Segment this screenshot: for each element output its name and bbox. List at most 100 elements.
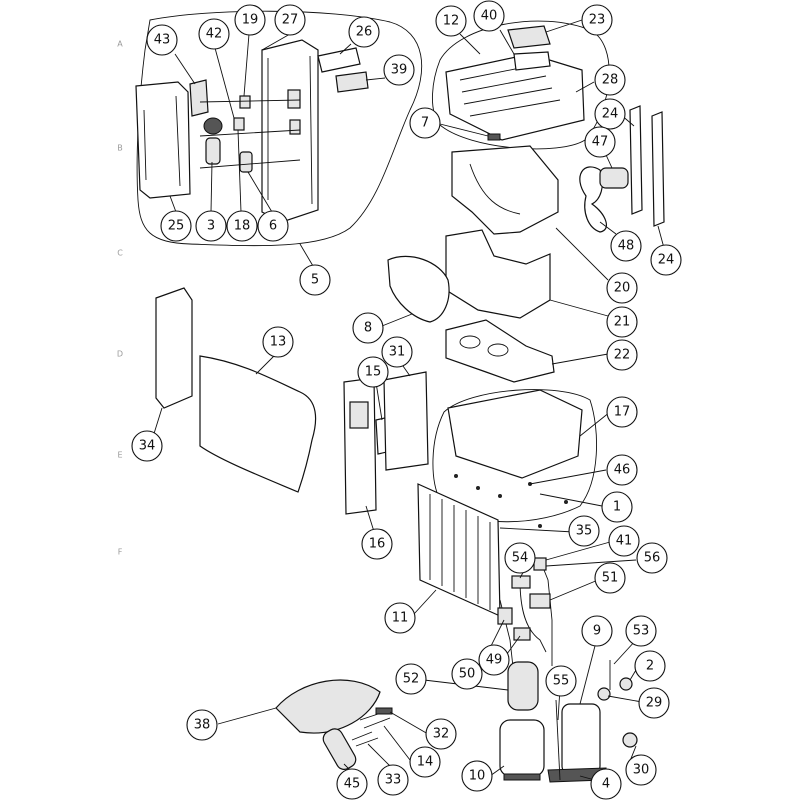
top-cover-assembly	[431, 20, 610, 150]
capacitor-clamp	[203, 117, 223, 135]
callout-29-label: 29	[646, 696, 663, 711]
callout-23: 23	[581, 4, 613, 36]
callout-33-label: 33	[385, 773, 402, 788]
callout-50-label: 50	[459, 667, 476, 682]
leader-5	[299, 243, 314, 267]
callout-11: 11	[384, 602, 416, 634]
control-box-outline	[136, 10, 423, 247]
callout-33: 33	[377, 764, 409, 796]
leader-12	[459, 33, 481, 55]
base-housing-hole-1	[459, 335, 481, 349]
motor-bracket-front	[629, 105, 643, 215]
pipe-2	[539, 559, 553, 666]
zone-letter-c: C	[117, 249, 123, 258]
fan-housing-stack	[445, 145, 559, 383]
callout-15-label: 15	[365, 365, 382, 380]
screw-5	[564, 500, 568, 504]
base-housing	[445, 319, 555, 383]
callout-41: 41	[608, 525, 640, 557]
leader-41	[545, 541, 611, 561]
expansion-valve	[497, 607, 513, 625]
connector-19	[239, 95, 251, 109]
leader-17	[579, 411, 611, 437]
callout-24b-label: 24	[658, 253, 675, 268]
callout-2: 2	[634, 650, 666, 682]
cover-cap-lower	[513, 51, 551, 71]
callout-21: 21	[606, 306, 638, 338]
callout-6: 6	[257, 210, 289, 242]
callout-49: 49	[478, 644, 510, 676]
callout-13-label: 13	[270, 335, 287, 350]
callout-43-label: 43	[154, 33, 171, 48]
callout-17-label: 17	[614, 405, 631, 420]
valve-cap	[533, 557, 547, 571]
callout-8-label: 8	[364, 321, 372, 336]
callout-16: 16	[361, 528, 393, 560]
callout-55-label: 55	[553, 674, 570, 689]
callout-54-label: 54	[512, 551, 529, 566]
grille-slats	[459, 63, 561, 117]
fan-motor	[579, 105, 665, 233]
compressor-feet	[503, 773, 541, 781]
left-side-panel	[155, 287, 193, 409]
callout-55: 55	[545, 665, 577, 697]
callout-7-label: 7	[421, 116, 429, 131]
callout-22-label: 22	[614, 348, 631, 363]
callout-28: 28	[594, 64, 626, 96]
leader-11	[413, 589, 437, 615]
callout-3: 3	[195, 210, 227, 242]
callout-14-label: 14	[417, 755, 434, 770]
callout-32: 32	[425, 718, 457, 750]
leader-14	[383, 725, 411, 761]
coil-fins	[429, 494, 491, 610]
base-tray	[447, 389, 583, 479]
callout-30-label: 30	[633, 763, 650, 778]
callout-5-label: 5	[311, 273, 319, 288]
bolts-32	[375, 707, 393, 715]
leader-48	[599, 221, 617, 235]
callout-35-label: 35	[576, 524, 593, 539]
leader-13	[255, 353, 277, 375]
screw-2	[476, 486, 480, 490]
callout-16-label: 16	[369, 537, 386, 552]
callout-56: 56	[636, 542, 668, 574]
callout-24a-label: 24	[602, 107, 619, 122]
leader-18	[237, 129, 242, 213]
callout-26-label: 26	[356, 25, 373, 40]
callout-11-label: 11	[392, 611, 409, 626]
screw-3	[498, 494, 502, 498]
callout-32-label: 32	[433, 727, 450, 742]
callout-25-label: 25	[168, 219, 185, 234]
zone-letter-e: E	[117, 451, 122, 460]
callout-4: 4	[590, 768, 622, 800]
motor-bracket-rear	[651, 111, 665, 227]
panel-window	[349, 401, 369, 429]
leader-35	[499, 527, 575, 533]
front-panel	[199, 355, 317, 493]
fan-bracket-clip	[487, 133, 501, 141]
callout-38-label: 38	[194, 718, 211, 733]
four-way-valve	[529, 593, 551, 609]
top-protective-cover	[275, 679, 381, 734]
callout-38: 38	[186, 709, 218, 741]
callout-52-label: 52	[403, 672, 420, 687]
callout-39-label: 39	[391, 63, 408, 78]
callout-13: 13	[262, 326, 294, 358]
callout-20-label: 20	[614, 281, 631, 296]
mounting-plate-flange	[267, 55, 313, 205]
callout-46-label: 46	[614, 463, 631, 478]
filter	[513, 627, 531, 641]
fan-shroud-curve	[469, 163, 521, 215]
fitting-30	[622, 732, 638, 748]
leader-23	[545, 19, 583, 33]
leader-42	[214, 47, 235, 119]
middle-housing	[445, 229, 551, 319]
wire-connector	[335, 71, 369, 93]
base-housing-hole-2	[487, 343, 509, 357]
callout-46: 46	[606, 454, 638, 486]
callout-43: 43	[146, 24, 178, 56]
callout-1: 1	[601, 491, 633, 523]
callout-40-label: 40	[481, 9, 498, 24]
callout-23-label: 23	[589, 13, 606, 28]
